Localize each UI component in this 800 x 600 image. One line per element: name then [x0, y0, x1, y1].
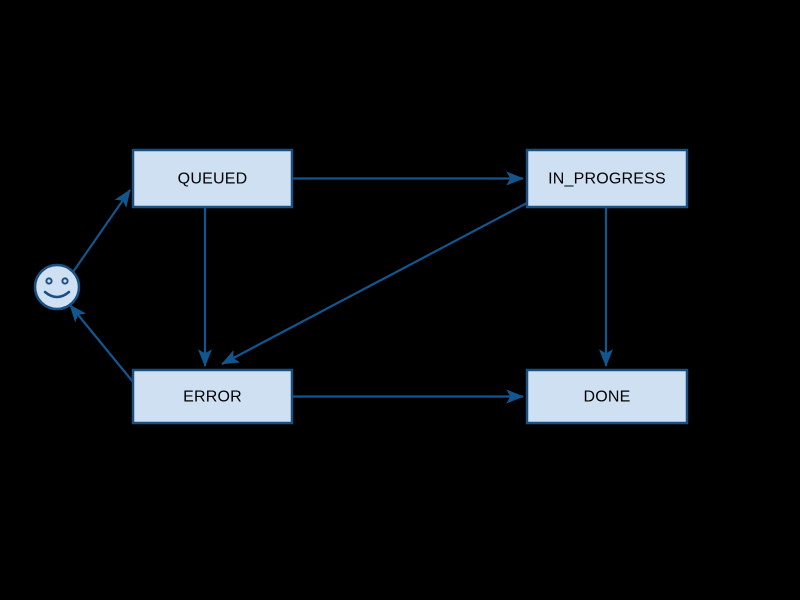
node-queued-label: QUEUED [178, 171, 248, 188]
node-in-progress-box [525, 148, 689, 209]
node-in-progress-label: IN_PROGRESS [548, 171, 666, 188]
node-done-box [525, 368, 689, 425]
edge-in-progress-to-error[interactable] [221, 202, 528, 365]
edges-layer [69, 171, 614, 404]
start-node[interactable] [33, 263, 81, 311]
smiley-right-eye-icon [61, 277, 69, 285]
node-error-box [131, 368, 294, 425]
edge-error-to-start-line [69, 304, 134, 383]
node-done-label: DONE [583, 389, 630, 406]
node-error[interactable]: ERROR [131, 368, 294, 425]
nodes-layer: QUEUED IN_PROGRESS ERROR DONE [131, 148, 689, 425]
node-error-label: ERROR [183, 389, 242, 406]
edge-error-to-start[interactable] [69, 304, 134, 383]
node-done[interactable]: DONE [525, 368, 689, 425]
smiley-mouth-icon [43, 290, 71, 299]
edge-start-to-queued[interactable] [72, 189, 131, 273]
node-in-progress[interactable]: IN_PROGRESS [525, 148, 689, 209]
edge-start-to-queued-line [72, 189, 131, 273]
node-queued-box [131, 148, 294, 209]
edge-in-progress-to-error-line [221, 202, 528, 365]
smiley-face-icon [33, 263, 81, 311]
node-queued[interactable]: QUEUED [131, 148, 294, 209]
smiley-left-eye-icon [45, 277, 53, 285]
